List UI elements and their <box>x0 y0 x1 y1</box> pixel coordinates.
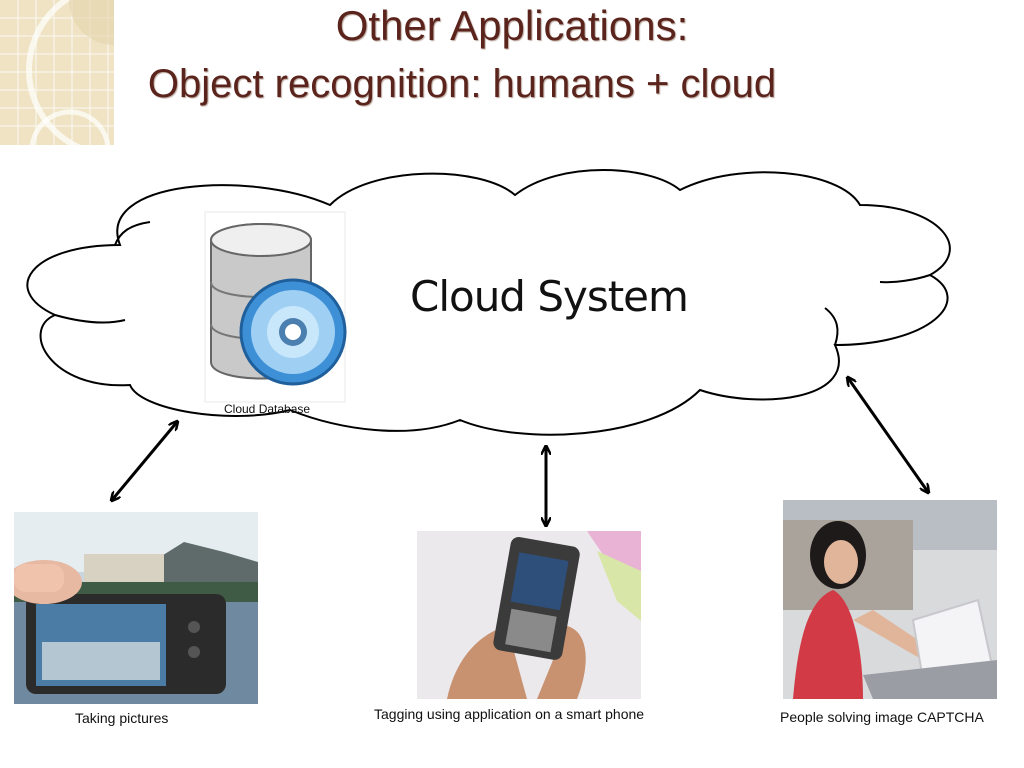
photo-tagging-phone <box>417 531 641 699</box>
cloud-system-label: Cloud System <box>410 272 689 321</box>
corner-decoration <box>0 0 114 145</box>
database-icon <box>204 211 347 403</box>
caption-captcha: People solving image CAPTCHA <box>780 709 984 725</box>
slide-title: Other Applications: <box>335 2 689 49</box>
slide-subtitle: Object recognition: humans + cloud <box>147 62 777 106</box>
photo-captcha <box>783 500 997 699</box>
caption-taking-pictures: Taking pictures <box>75 710 169 726</box>
photo-taking-pictures <box>14 512 258 704</box>
cloud-database-label: Cloud Database <box>224 402 311 416</box>
arrow-left <box>112 422 177 500</box>
caption-tagging-phone: Tagging using application on a smart pho… <box>374 706 645 722</box>
arrow-right <box>848 378 928 492</box>
